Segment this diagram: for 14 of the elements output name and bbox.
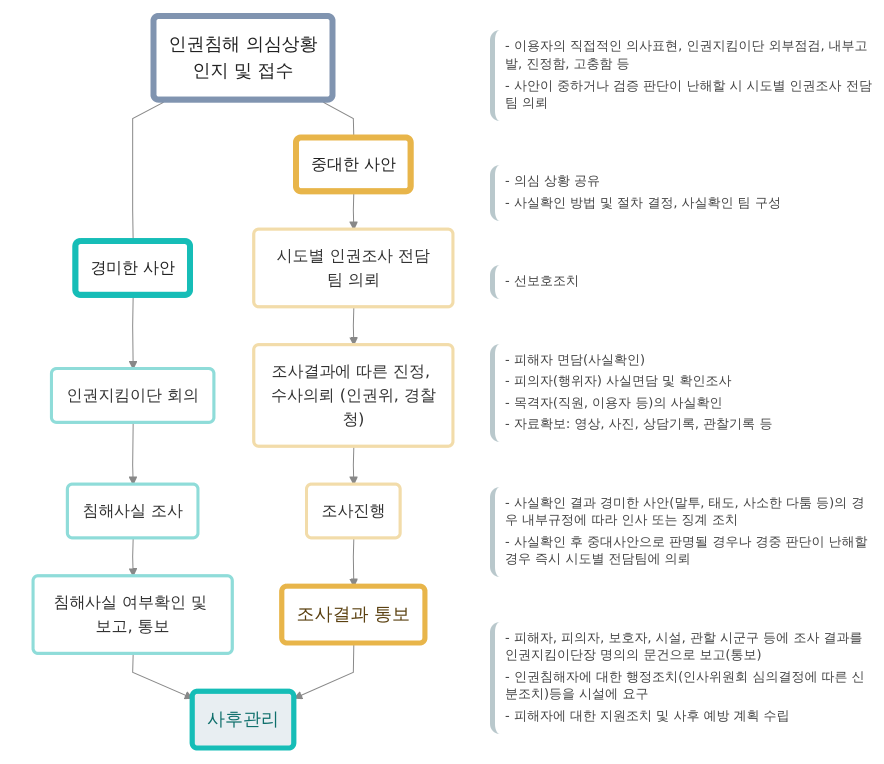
side-note: - 피의자(행위자) 사실면담 및 확인조사 <box>505 373 732 391</box>
note-text: - 선보호조치 <box>505 273 580 291</box>
side-note: - 사실확인 후 중대사안으로 판명될 경우나 경중 판단이 난해할 경우 즉시 시도별 전담팀에 의뢰 <box>505 534 869 569</box>
side-note: - 자료확보: 영상, 사진, 상담기록, 관찰기록 등 <box>505 416 774 434</box>
side-note: - 피해자, 피의자, 보호자, 시설, 관할 시군구 등에 조사 결과를 인권지킴이단장 명의의 문건으로 보고(통보) <box>505 630 864 665</box>
side-note: - 사안이 중하거나 검증 판단이 난해할 시 시도별 인권조사 전담팀 의뢰 <box>505 78 873 113</box>
side-note: - 인권침해자에 대한 행정조치(인사위원회 심의결정에 따른 신분조치)등을 시설에 요구 <box>505 668 866 704</box>
side-note: - 목격자(직원, 이용자 등)의 사실확인 <box>505 394 724 412</box>
side-note: - 이용자의 직접적인 의사표현, 인권지킴이단 외부점검, 내부고발, 진정함, 고충함 등 <box>505 38 869 74</box>
side-note: - 피해자 면담(사실확인) <box>505 352 646 370</box>
side-note: - 의심 상황 공유 <box>505 173 602 191</box>
side-note: - 피해자에 대한 지원조치 및 사후 예방 계획 수립 <box>505 708 791 726</box>
side-note: - 사실확인 방법 및 절차 결정, 사실확인 팀 구성 <box>505 195 782 213</box>
side-note: - 사실확인 결과 경미한 사안(말투, 태도, 사소한 다툼 등)의 경우 내부규정에 따라 인사 또는 징계 조치 <box>505 494 866 530</box>
